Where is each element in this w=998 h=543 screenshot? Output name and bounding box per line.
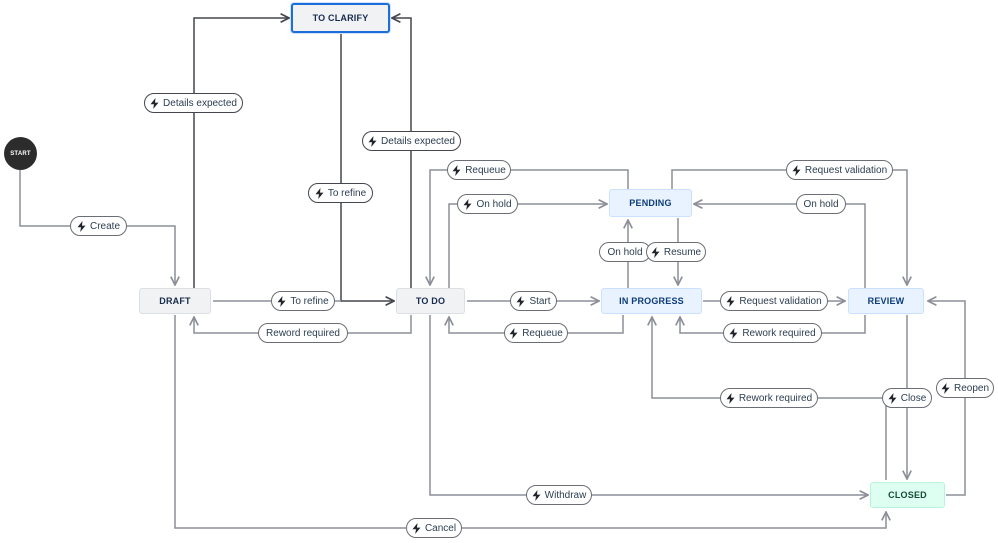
transition-label: Requeue (465, 164, 506, 176)
lightning-icon (412, 522, 421, 534)
transition-label: Reopen (953, 382, 990, 394)
start-node[interactable]: START (4, 137, 37, 170)
lightning-icon (516, 295, 525, 307)
transition-label: On hold (476, 198, 512, 210)
transition-create[interactable]: Create (70, 216, 127, 236)
transition-label: Details expected (381, 135, 455, 147)
lightning-icon (726, 295, 735, 307)
transition-label: Withdraw (544, 489, 587, 501)
status-pending-label: PENDING (629, 198, 672, 208)
transition-label: Rework required (742, 327, 816, 339)
transition-to-refine-2[interactable]: To refine (271, 291, 335, 311)
edge-reopen (928, 301, 966, 496)
transition-requeue-1[interactable]: Requeue (447, 160, 511, 180)
lightning-icon (277, 295, 286, 307)
status-to-do-label: TO DO (415, 296, 446, 306)
status-to-clarify-label: TO CLARIFY (312, 13, 369, 23)
status-draft[interactable]: DRAFT (139, 288, 211, 314)
transition-on-hold-2[interactable]: On hold (599, 242, 651, 262)
transition-label: Cancel (424, 522, 457, 534)
edge-withdraw (429, 315, 868, 495)
lightning-icon (463, 198, 472, 210)
edge-on-hold-1 (448, 204, 607, 288)
lightning-icon (651, 246, 660, 258)
lightning-icon (888, 392, 897, 404)
transition-label: Rework required (738, 392, 813, 404)
lightning-icon (726, 392, 735, 404)
transition-reopen[interactable]: Reopen (936, 378, 994, 398)
lightning-icon (729, 327, 738, 339)
transition-label: Request validation (804, 164, 888, 176)
transition-label: On hold (803, 198, 839, 210)
transition-to-refine-1[interactable]: To refine (308, 183, 373, 203)
transition-withdraw[interactable]: Withdraw (526, 485, 592, 505)
transition-label: Requeue (522, 327, 563, 339)
edge-details-expected-1 (193, 18, 289, 288)
status-review-label: REVIEW (867, 296, 905, 306)
transition-start[interactable]: Start (510, 291, 557, 311)
transition-label: On hold (607, 246, 643, 258)
status-to-clarify[interactable]: TO CLARIFY (291, 3, 390, 33)
lightning-icon (532, 489, 541, 501)
lightning-icon (452, 164, 461, 176)
transition-request-validation-2[interactable]: Request validation (786, 160, 893, 180)
start-label: START (10, 150, 31, 157)
lightning-icon (315, 187, 324, 199)
lightning-icon (792, 164, 801, 176)
transition-resume[interactable]: Resume (646, 242, 706, 262)
transition-rework-required-2[interactable]: Rework required (720, 388, 818, 408)
transition-label: Resume (663, 246, 702, 258)
status-review[interactable]: REVIEW (848, 288, 924, 314)
transition-reword-required[interactable]: Reword required (258, 323, 348, 343)
transition-label: Request validation (739, 295, 822, 307)
lightning-icon (509, 327, 518, 339)
transition-cancel[interactable]: Cancel (406, 518, 462, 538)
lightning-icon (150, 97, 159, 109)
transition-label: Start (529, 295, 551, 307)
status-pending[interactable]: PENDING (609, 189, 692, 217)
lightning-icon (77, 220, 86, 232)
status-in-progress[interactable]: IN PROGRESS (601, 288, 702, 314)
transition-details-expected-2[interactable]: Details expected (362, 131, 461, 151)
edge-cancel (174, 315, 886, 529)
status-to-do[interactable]: TO DO (396, 288, 465, 314)
status-closed[interactable]: CLOSED (870, 482, 945, 508)
transition-label: To refine (290, 295, 329, 307)
transition-requeue-2[interactable]: Requeue (504, 323, 568, 343)
transition-label: Close (900, 392, 927, 404)
status-closed-label: CLOSED (888, 490, 927, 500)
status-in-progress-label: IN PROGRESS (619, 296, 684, 306)
transition-label: Details expected (163, 97, 237, 109)
transition-on-hold-1[interactable]: On hold (457, 194, 518, 214)
status-draft-label: DRAFT (159, 296, 191, 306)
edge-request-validation-2 (671, 169, 907, 285)
lightning-icon (941, 382, 950, 394)
transition-on-hold-3[interactable]: On hold (796, 194, 846, 214)
edge-to-refine-1 (340, 34, 394, 301)
transition-details-expected-1[interactable]: Details expected (144, 93, 243, 113)
edge-details-expected-2 (392, 18, 412, 288)
transition-label: Create (90, 220, 121, 232)
transition-close[interactable]: Close (882, 388, 932, 408)
edge-on-hold-3 (694, 204, 866, 288)
transition-rework-required-1[interactable]: Rework required (723, 323, 822, 343)
transition-label: To refine (327, 187, 367, 199)
transition-request-validation-1[interactable]: Request validation (720, 291, 828, 311)
lightning-icon (368, 135, 377, 147)
transition-label: Reword required (266, 327, 340, 339)
edge-requeue-1 (430, 169, 629, 285)
